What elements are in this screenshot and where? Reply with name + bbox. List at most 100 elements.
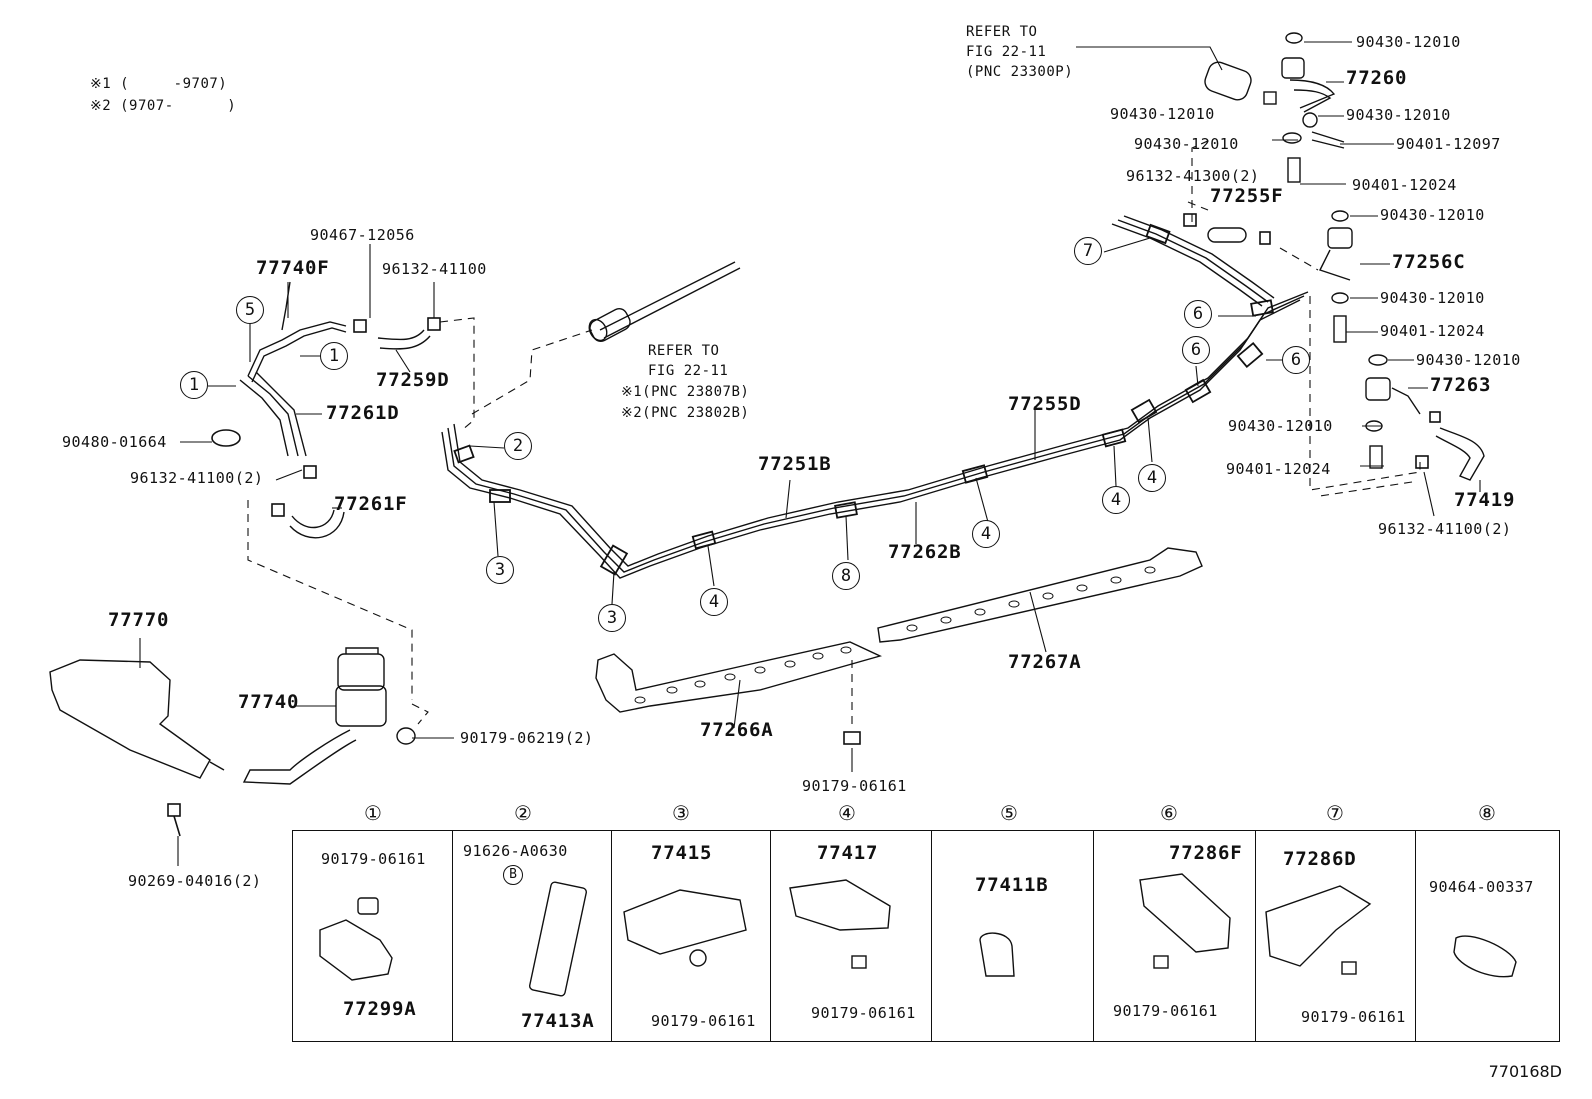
legend-5-top: 77411B — [975, 874, 1049, 896]
part-label: 77419 — [1454, 489, 1516, 511]
callout-4: 4 — [1102, 486, 1130, 514]
legend-6-top: 77286F — [1169, 842, 1243, 864]
legend-7-bottom: 90179-06161 — [1301, 1008, 1406, 1026]
refer-mid-line4: ※2(PNC 23802B) — [621, 405, 750, 421]
part-label: 96132-41300(2) — [1126, 167, 1260, 185]
callout-6: 6 — [1182, 336, 1210, 364]
part-label: 90401-12024 — [1380, 322, 1485, 340]
part-label: 77251B — [758, 453, 832, 475]
part-label: 90401-12097 — [1396, 135, 1501, 153]
legend-4-bottom: 90179-06161 — [811, 1004, 916, 1022]
legend-1-bottom: 77299A — [343, 998, 417, 1020]
part-label: 96132-41100 — [382, 260, 487, 278]
legend-divider — [931, 831, 932, 1041]
part-label: 90269-04016(2) — [128, 872, 262, 890]
clamp-legend-table: 90179-06161 77299A 91626-A0630 B 77413A … — [292, 830, 1560, 1042]
legend-divider — [1255, 831, 1256, 1041]
part-label: 77261D — [326, 402, 400, 424]
refer-mid-line2: FIG 22-11 — [648, 363, 729, 379]
part-label: 90430-12010 — [1380, 289, 1485, 307]
legend-3-bottom: 90179-06161 — [651, 1012, 756, 1030]
legend-sketches — [319, 873, 1517, 997]
part-label: 77263 — [1430, 374, 1492, 396]
part-label: 77266A — [700, 719, 774, 741]
legend-divider — [452, 831, 453, 1041]
part-label: 90401-12024 — [1352, 176, 1457, 194]
part-label: 90430-12010 — [1380, 206, 1485, 224]
callout-6: 6 — [1184, 300, 1212, 328]
callout-1: 1 — [320, 342, 348, 370]
callout-3: 3 — [598, 604, 626, 632]
legend-header-7: ⑦ — [1326, 801, 1344, 825]
legend-2-mark: B — [503, 865, 523, 885]
legend-8-top: 90464-00337 — [1429, 878, 1534, 896]
cable-refer-mid — [588, 261, 741, 342]
refer-top-line3: (PNC 23300P) — [966, 64, 1074, 80]
left-hoses — [239, 281, 431, 539]
callout-3: 3 — [486, 556, 514, 584]
legend-7-top: 77286D — [1283, 848, 1357, 870]
part-label: 90480-01664 — [62, 433, 167, 451]
note-2: ※2 (9707- ) — [90, 98, 237, 114]
legend-divider — [770, 831, 771, 1041]
fuel-tube-bundle — [441, 215, 1309, 579]
part-label: 90430-12010 — [1110, 105, 1215, 123]
part-label: 77740 — [238, 691, 300, 713]
part-label: 77740F — [256, 257, 330, 279]
refer-mid-line3: ※1(PNC 23807B) — [621, 384, 750, 400]
part-label: 90467-12056 — [310, 226, 415, 244]
right-components — [1204, 32, 1485, 481]
callout-4: 4 — [1138, 464, 1166, 492]
part-label: 77267A — [1008, 651, 1082, 673]
part-label: 90401-12024 — [1226, 460, 1331, 478]
callout-6: 6 — [1282, 346, 1310, 374]
part-label: 77260 — [1346, 67, 1408, 89]
part-label: 90179-06219(2) — [460, 729, 594, 747]
legend-header-4: ④ — [838, 801, 856, 825]
part-label: 96132-41100(2) — [1378, 520, 1512, 538]
legend-4-top: 77417 — [817, 842, 879, 864]
part-label: 90430-12010 — [1416, 351, 1521, 369]
callout-8: 8 — [832, 562, 860, 590]
part-label: 77259D — [376, 369, 450, 391]
legend-divider — [1093, 831, 1094, 1041]
part-label: 77262B — [888, 541, 962, 563]
callout-5: 5 — [236, 296, 264, 324]
part-label: 77255F — [1210, 185, 1284, 207]
refer-top-line2: FIG 22-11 — [966, 44, 1047, 60]
legend-2-top: 91626-A0630 — [463, 842, 568, 860]
part-label: 90430-12010 — [1134, 135, 1239, 153]
protector-brackets — [595, 547, 1203, 713]
legend-header-6: ⑥ — [1160, 801, 1178, 825]
refer-top-line1: REFER TO — [966, 24, 1038, 40]
part-label: 96132-41100(2) — [130, 469, 264, 487]
note-1: ※1 ( -9707) — [90, 76, 228, 92]
legend-header-5: ⑤ — [1000, 801, 1018, 825]
part-label: 77256C — [1392, 251, 1466, 273]
callout-7: 7 — [1074, 237, 1102, 265]
part-label: 90430-12010 — [1346, 106, 1451, 124]
legend-divider — [1415, 831, 1416, 1041]
legend-divider — [611, 831, 612, 1041]
callout-4: 4 — [972, 520, 1000, 548]
part-label: 90430-12010 — [1356, 33, 1461, 51]
dashed-leaders — [247, 139, 1421, 725]
canister-assembly — [49, 647, 416, 785]
part-label: 77255D — [1008, 393, 1082, 415]
refer-mid-line1: REFER TO — [648, 343, 720, 359]
small-fasteners — [167, 213, 1441, 837]
solid-leaders — [139, 41, 1481, 866]
callout-1: 1 — [180, 371, 208, 399]
part-label: 77770 — [108, 609, 170, 631]
part-label: 77261F — [334, 493, 408, 515]
callout-4: 4 — [700, 588, 728, 616]
legend-1-top: 90179-06161 — [321, 850, 426, 868]
legend-header-2: ② — [514, 801, 532, 825]
legend-header-8: ⑧ — [1478, 801, 1496, 825]
part-label: 90179-06161 — [802, 777, 907, 795]
legend-2-bottom: 77413A — [521, 1010, 595, 1032]
legend-3-top: 77415 — [651, 842, 713, 864]
legend-6-bottom: 90179-06161 — [1113, 1002, 1218, 1020]
callout-2: 2 — [504, 432, 532, 460]
legend-header-1: ① — [364, 801, 382, 825]
